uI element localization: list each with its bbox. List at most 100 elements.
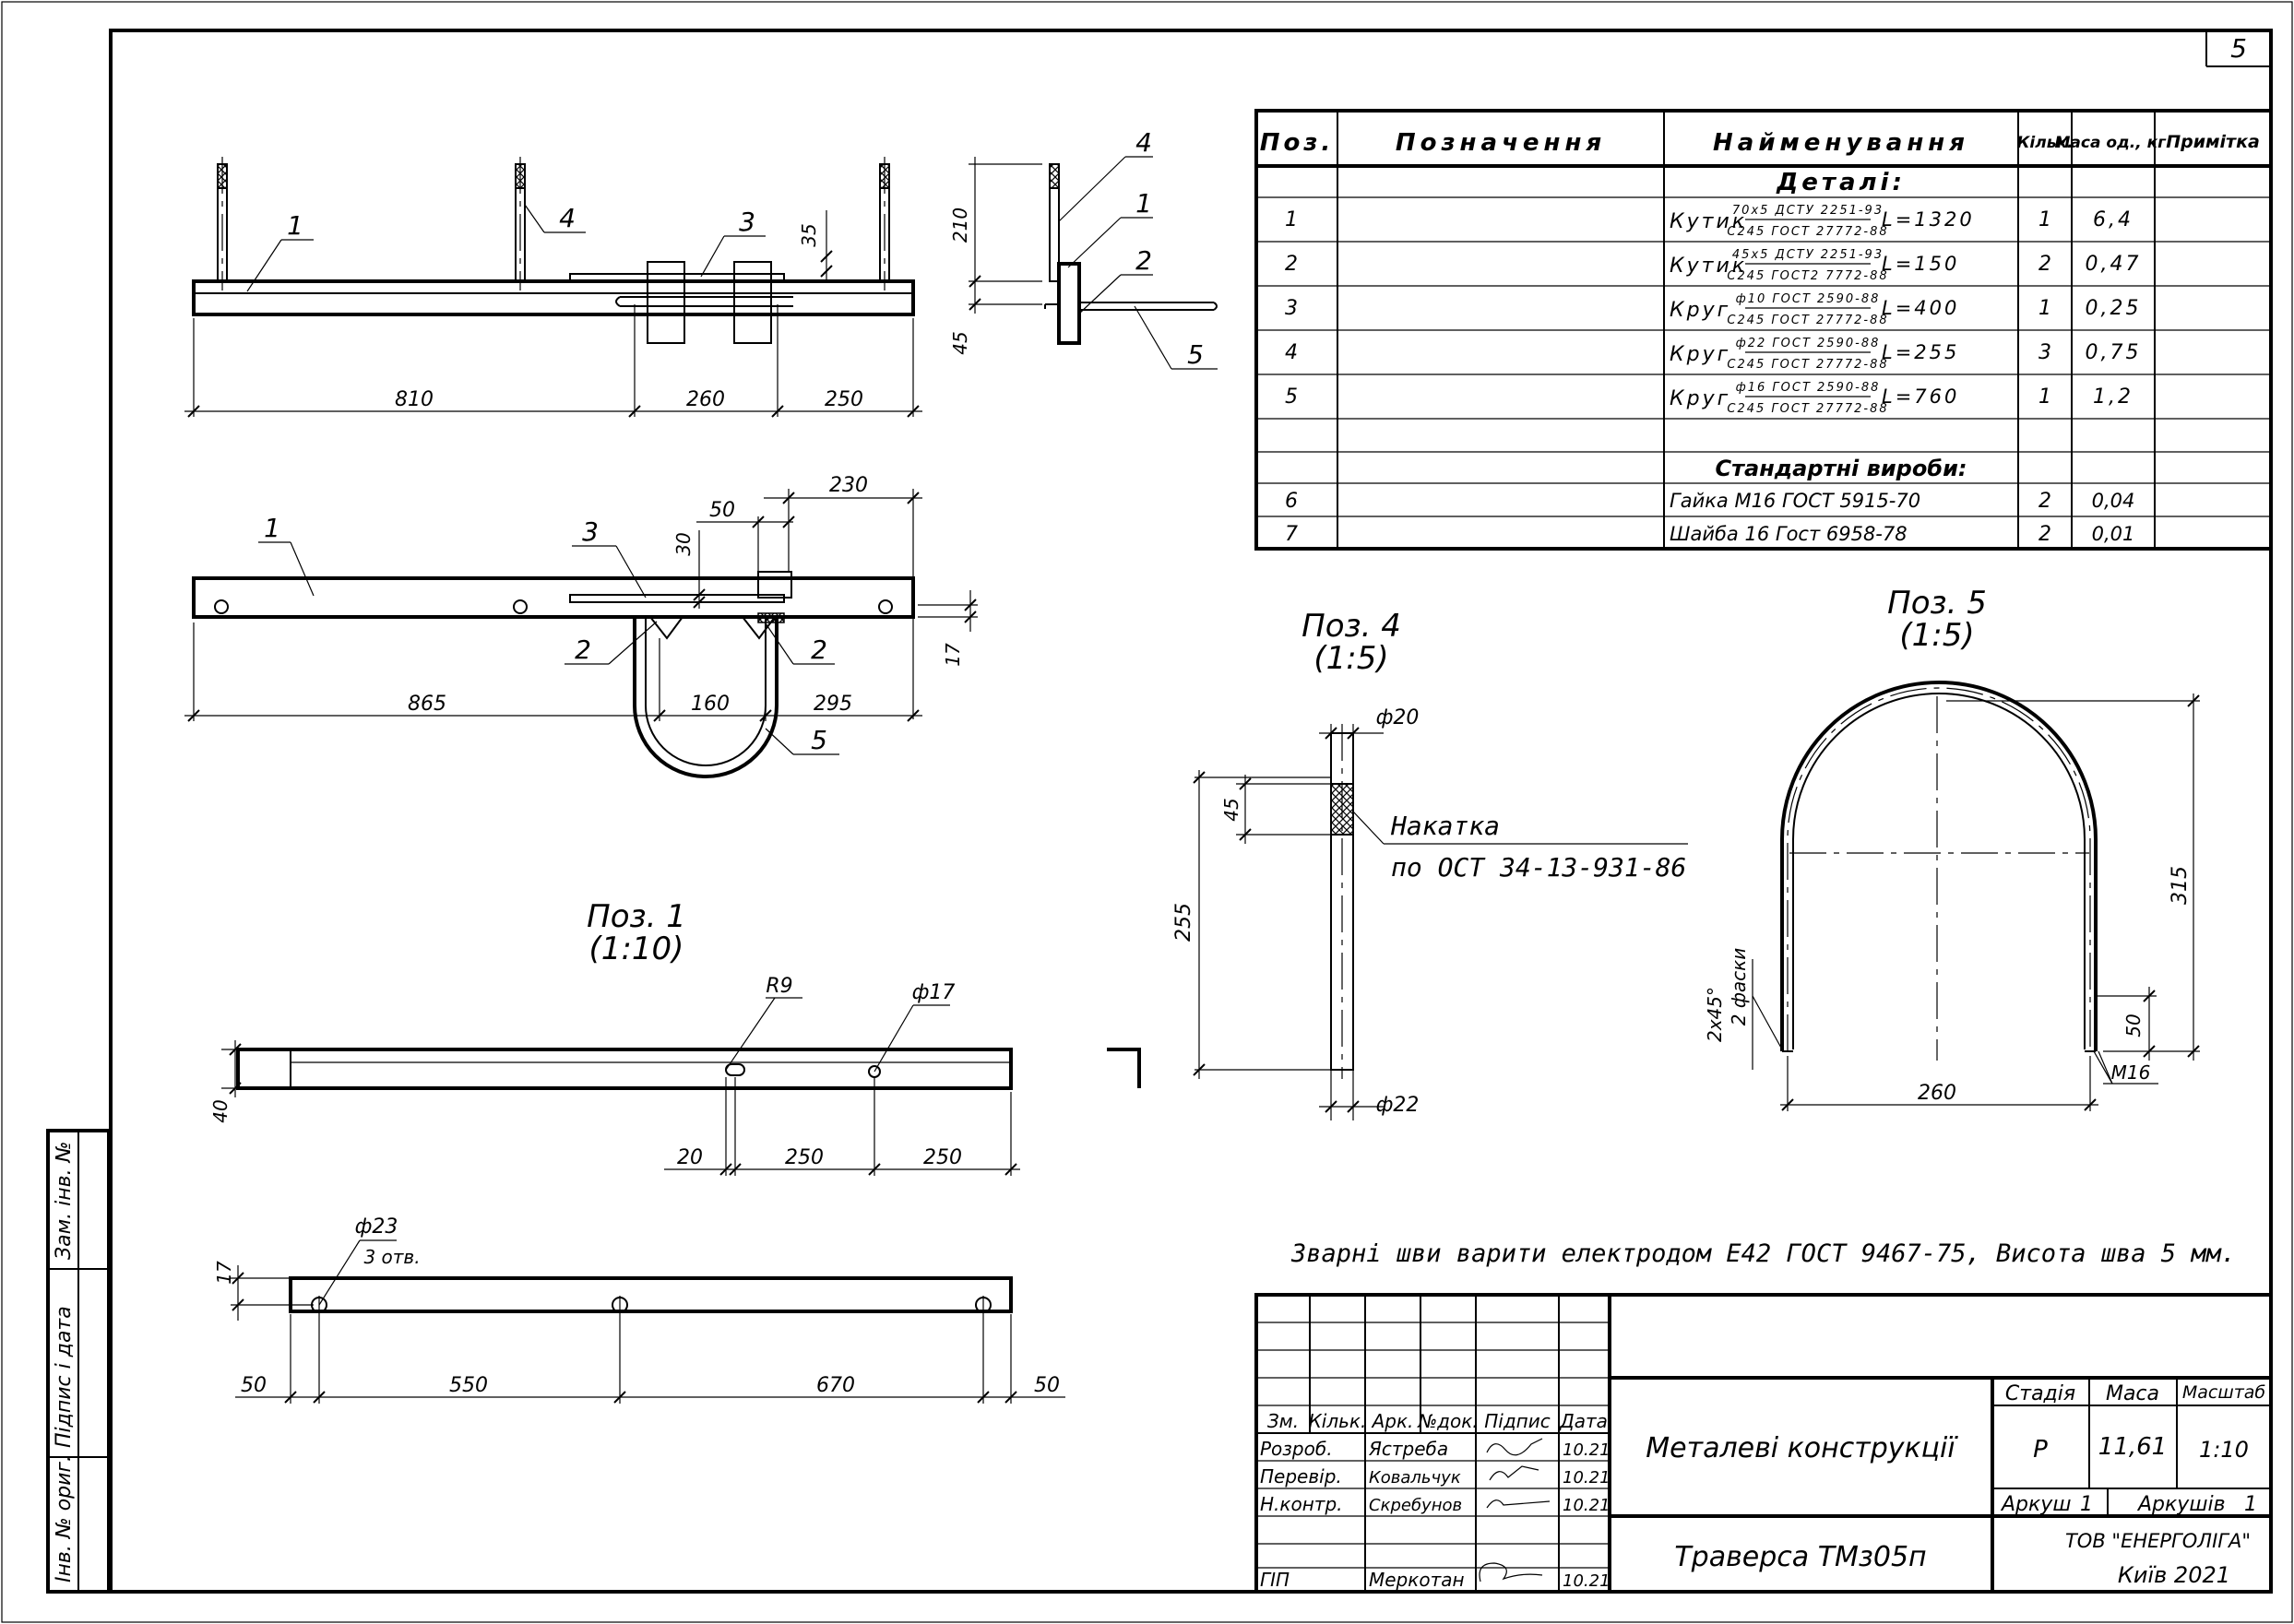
std-qty: 2: [2038, 490, 2051, 513]
tb-date-check: 10.21: [1563, 1468, 1611, 1488]
poz1-dim-250b: 250: [923, 1146, 962, 1169]
poz5-chamfer-note: 2 фаски: [1728, 948, 1750, 1026]
th-designation: Позначення: [1396, 129, 1606, 157]
tb-project: Металеві конструкції: [1646, 1432, 1958, 1464]
tb-col-ark: Арк.: [1371, 1410, 1414, 1432]
poz1-dim-550: 550: [449, 1374, 488, 1397]
spec-qty: 3: [2038, 341, 2051, 364]
poz1-dim-40: 40: [209, 1099, 232, 1122]
section-standard: Стандартні вироби:: [1716, 456, 1967, 481]
spec-pos: 5: [1285, 385, 1298, 409]
poz1-title: Поз. 1: [587, 898, 686, 935]
poz5-chamfer: 2х45°: [1704, 987, 1726, 1042]
spec-qty: 1: [2038, 297, 2051, 320]
tb-name-norm: Скребунов: [1369, 1496, 1462, 1515]
signature-dev: [1486, 1438, 1543, 1456]
tb-scale: 1:10: [2199, 1437, 2249, 1463]
tb-role-dev: Розроб.: [1260, 1438, 1333, 1460]
rod-pos4-mid: [515, 157, 526, 290]
rod-pos3-plan: [569, 594, 785, 603]
spec-name: Кутик: [1670, 210, 1747, 233]
spec-length: L=760: [1882, 385, 1959, 408]
th-qty: Кільк.: [2017, 134, 2074, 152]
tb-role-check: Перевір.: [1260, 1465, 1342, 1488]
leader-3-front: 3: [739, 207, 755, 237]
tb-col-qty: Кільк.: [1309, 1410, 1367, 1432]
spec-mass: 0,75: [2086, 341, 2142, 364]
poz1-holes: 3 отв.: [363, 1246, 420, 1268]
spec-bottom: С245 ГОСТ 27772-88: [1727, 402, 1888, 416]
detail-poz1: Поз. 1 (1:10) 40 R9 ф17 20 250 250: [209, 898, 1141, 1404]
leader-4-side: 4: [1135, 127, 1152, 158]
detail-poz5: Поз. 5 (1:5) 315 50 260 М16 2х45° 2 фаск…: [1704, 585, 2200, 1111]
spec-length: L=255: [1882, 341, 1959, 363]
dim-810: 810: [395, 388, 434, 411]
tb-col-sign: Підпис: [1484, 1410, 1551, 1432]
spec-top: ф16 ГОСТ 2590-88: [1736, 381, 1881, 395]
spec-top: 70х5 ДСТУ 2251-93: [1732, 204, 1884, 218]
poz1-r9: R9: [766, 975, 792, 998]
spec-mass: 1,2: [2093, 385, 2134, 409]
dim-250: 250: [825, 388, 863, 411]
spec-length: L=400: [1882, 297, 1959, 319]
leader-1-side: 1: [1135, 188, 1152, 219]
plan-view: 230 50 30 865 160 295 17 1 3 2 2 5: [184, 474, 978, 778]
weld-note: Зварні шви варити електродом Е42 ГОСТ 94…: [1290, 1239, 2236, 1268]
spec-bottom: С245 ГОСТ 27772-88: [1727, 314, 1888, 327]
spec-pos: 2: [1285, 253, 1298, 276]
poz1-angle-plan: [289, 1276, 1013, 1313]
tb-stage-label: Стадія: [2005, 1382, 2075, 1405]
poz4-d22: ф22: [1376, 1094, 1420, 1117]
poz5-m16: М16: [2111, 1061, 2151, 1084]
poz5-dim-50: 50: [2122, 1014, 2145, 1037]
tb-date-dev: 10.21: [1563, 1440, 1611, 1460]
signature-check: [1489, 1465, 1539, 1481]
std-name: Шайба 16 Гост 6958-78: [1670, 523, 1908, 545]
std-pos: 6: [1285, 490, 1298, 513]
poz5-ubolt-outer: [1780, 681, 2098, 1051]
leader-4-front: 4: [559, 203, 576, 233]
dim-295: 295: [814, 693, 852, 716]
spec-bottom: С245 ГОСТ2 7772-88: [1727, 269, 1888, 283]
spec-pos: 4: [1285, 341, 1298, 364]
section-details: Деталі:: [1776, 169, 1906, 196]
spec-table: Поз. Позначення Найменування Кільк. Маса…: [1254, 109, 2273, 551]
tb-drawing: Траверса ТМз05п: [1674, 1541, 1926, 1573]
stamp-inv-orig: Інв. № ориг.: [53, 1455, 76, 1583]
leader-3-plan: 3: [582, 516, 599, 547]
spec-qty: 1: [2038, 208, 2051, 231]
dim-230: 230: [829, 474, 868, 497]
dim-17-plan: 17: [942, 643, 964, 667]
poz4-d20: ф20: [1376, 706, 1420, 729]
spec-qty: 2: [2038, 253, 2051, 276]
angle-pos1-side: [1057, 262, 1081, 345]
tb-scale-label: Масштаб: [2182, 1382, 2266, 1403]
tb-name-dev: Ястреба: [1368, 1438, 1448, 1460]
spec-mass: 6,4: [2093, 208, 2134, 231]
leader-5-side: 5: [1187, 339, 1204, 370]
th-mass: Маса од., кг.: [2055, 134, 2172, 152]
poz1-angle-front: [236, 1048, 1013, 1090]
angle-pos1-front: [192, 279, 915, 316]
tb-role-norm: Н.контр.: [1260, 1493, 1343, 1515]
th-pos: Поз.: [1260, 129, 1335, 157]
sheet-number: 5: [2230, 33, 2247, 64]
std-name: Гайка М16 ГОСТ 5915-70: [1670, 490, 1920, 512]
spec-bottom: С245 ГОСТ 27772-88: [1727, 225, 1888, 239]
poz4-dim-45: 45: [1220, 798, 1242, 821]
poz1-dim-17: 17: [213, 1261, 235, 1285]
tb-sheet-label: Аркуш: [2000, 1493, 2071, 1516]
tb-date-norm: 10.21: [1563, 1496, 1611, 1515]
title-block: Зм. Кільк. Арк. №док. Підпис Дата Розроб…: [1254, 1293, 2273, 1594]
rod-pos4-left: [217, 157, 228, 290]
spec-qty: 1: [2038, 385, 2051, 409]
poz1-dim-50a: 50: [241, 1374, 267, 1397]
